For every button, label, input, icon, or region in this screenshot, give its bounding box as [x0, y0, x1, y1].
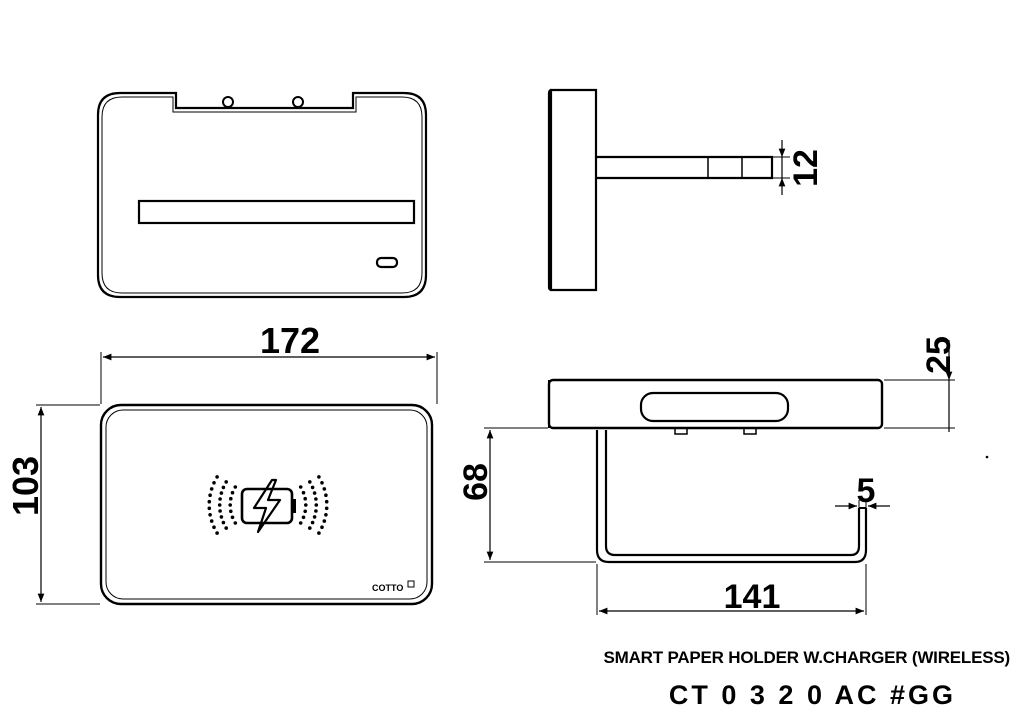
product-name: SMART PAPER HOLDER W.CHARGER (WIRELESS) — [603, 648, 1010, 667]
wireless-dot — [233, 485, 238, 489]
wireless-dot — [212, 481, 216, 485]
wireless-dot — [317, 531, 321, 535]
paper-slot — [137, 199, 416, 225]
stray-dot — [985, 455, 989, 459]
wireless-dot — [221, 485, 226, 490]
brand-mark-box — [407, 580, 415, 588]
wireless-dot — [219, 491, 224, 495]
product-code: CT 0 3 2 0 AC #GG — [668, 680, 956, 710]
wireless-dot — [224, 480, 228, 484]
wireless-dot — [212, 525, 216, 529]
wireless-dot — [209, 487, 214, 491]
wireless-dot — [324, 493, 328, 498]
wireless-dot — [312, 491, 317, 495]
top-view: 25 68 5 141 — [457, 336, 958, 616]
wireless-dot — [317, 475, 321, 479]
wireless-dot — [322, 487, 327, 491]
dim-arm-length: 141 — [724, 578, 781, 616]
wireless-dot — [230, 490, 235, 495]
wireless-dot — [224, 526, 228, 530]
wireless-dot — [324, 499, 329, 504]
wireless-dot — [301, 490, 306, 495]
wireless-dot — [308, 480, 312, 484]
usb-port — [375, 256, 399, 269]
wireless-dot — [221, 520, 226, 525]
wireless-dot — [298, 521, 303, 525]
wireless-dot — [303, 496, 308, 501]
wireless-dot — [229, 496, 233, 501]
dim-front-height: 103 — [5, 456, 46, 516]
wireless-dot — [324, 506, 329, 511]
dim-plate-thickness: 25 — [920, 336, 958, 374]
dim-arm-tip: 5 — [857, 472, 876, 510]
wireless-dot — [320, 481, 324, 485]
wireless-dot — [218, 509, 222, 513]
wireless-dot — [310, 485, 315, 490]
wireless-dot — [207, 499, 212, 504]
wireless-dot — [208, 493, 212, 498]
wireless-dot — [322, 519, 327, 523]
wireless-dot — [304, 503, 308, 507]
wireless-dot — [301, 515, 306, 520]
brand-logo: COTTO — [372, 583, 403, 593]
dim-arm-drop: 68 — [457, 463, 495, 501]
wireless-dot — [215, 475, 219, 479]
side-view: 12 — [547, 88, 825, 292]
wireless-dot — [230, 515, 235, 520]
front-view: COTTO 172 103 — [5, 320, 438, 606]
wireless-dot — [310, 520, 315, 525]
mount-hole-left — [222, 96, 234, 108]
back-view — [96, 91, 428, 299]
wireless-dot — [324, 513, 328, 517]
wireless-dot — [314, 509, 318, 513]
dim-side-rod: 12 — [787, 149, 825, 187]
dim-front-width: 172 — [260, 320, 320, 361]
wireless-dot — [217, 503, 222, 507]
wireless-dot — [207, 506, 212, 511]
wireless-dot — [208, 513, 212, 517]
wireless-dot — [312, 515, 317, 519]
wireless-dot — [314, 503, 319, 507]
wireless-dot — [218, 497, 222, 501]
wireless-dot — [308, 526, 312, 530]
wireless-dot — [314, 497, 318, 501]
mount-hole-right — [292, 96, 304, 108]
wireless-dot — [320, 525, 324, 529]
wireless-dot — [219, 515, 224, 519]
wireless-charging-icon — [207, 475, 329, 535]
battery-bolt-icon — [240, 478, 296, 534]
wireless-dot — [303, 509, 308, 514]
wireless-dot — [228, 503, 232, 507]
wireless-dot — [298, 485, 303, 489]
wireless-dot — [229, 509, 233, 514]
wireless-dot — [233, 521, 238, 525]
wireless-dot — [209, 519, 214, 523]
wireless-dot — [215, 531, 219, 535]
